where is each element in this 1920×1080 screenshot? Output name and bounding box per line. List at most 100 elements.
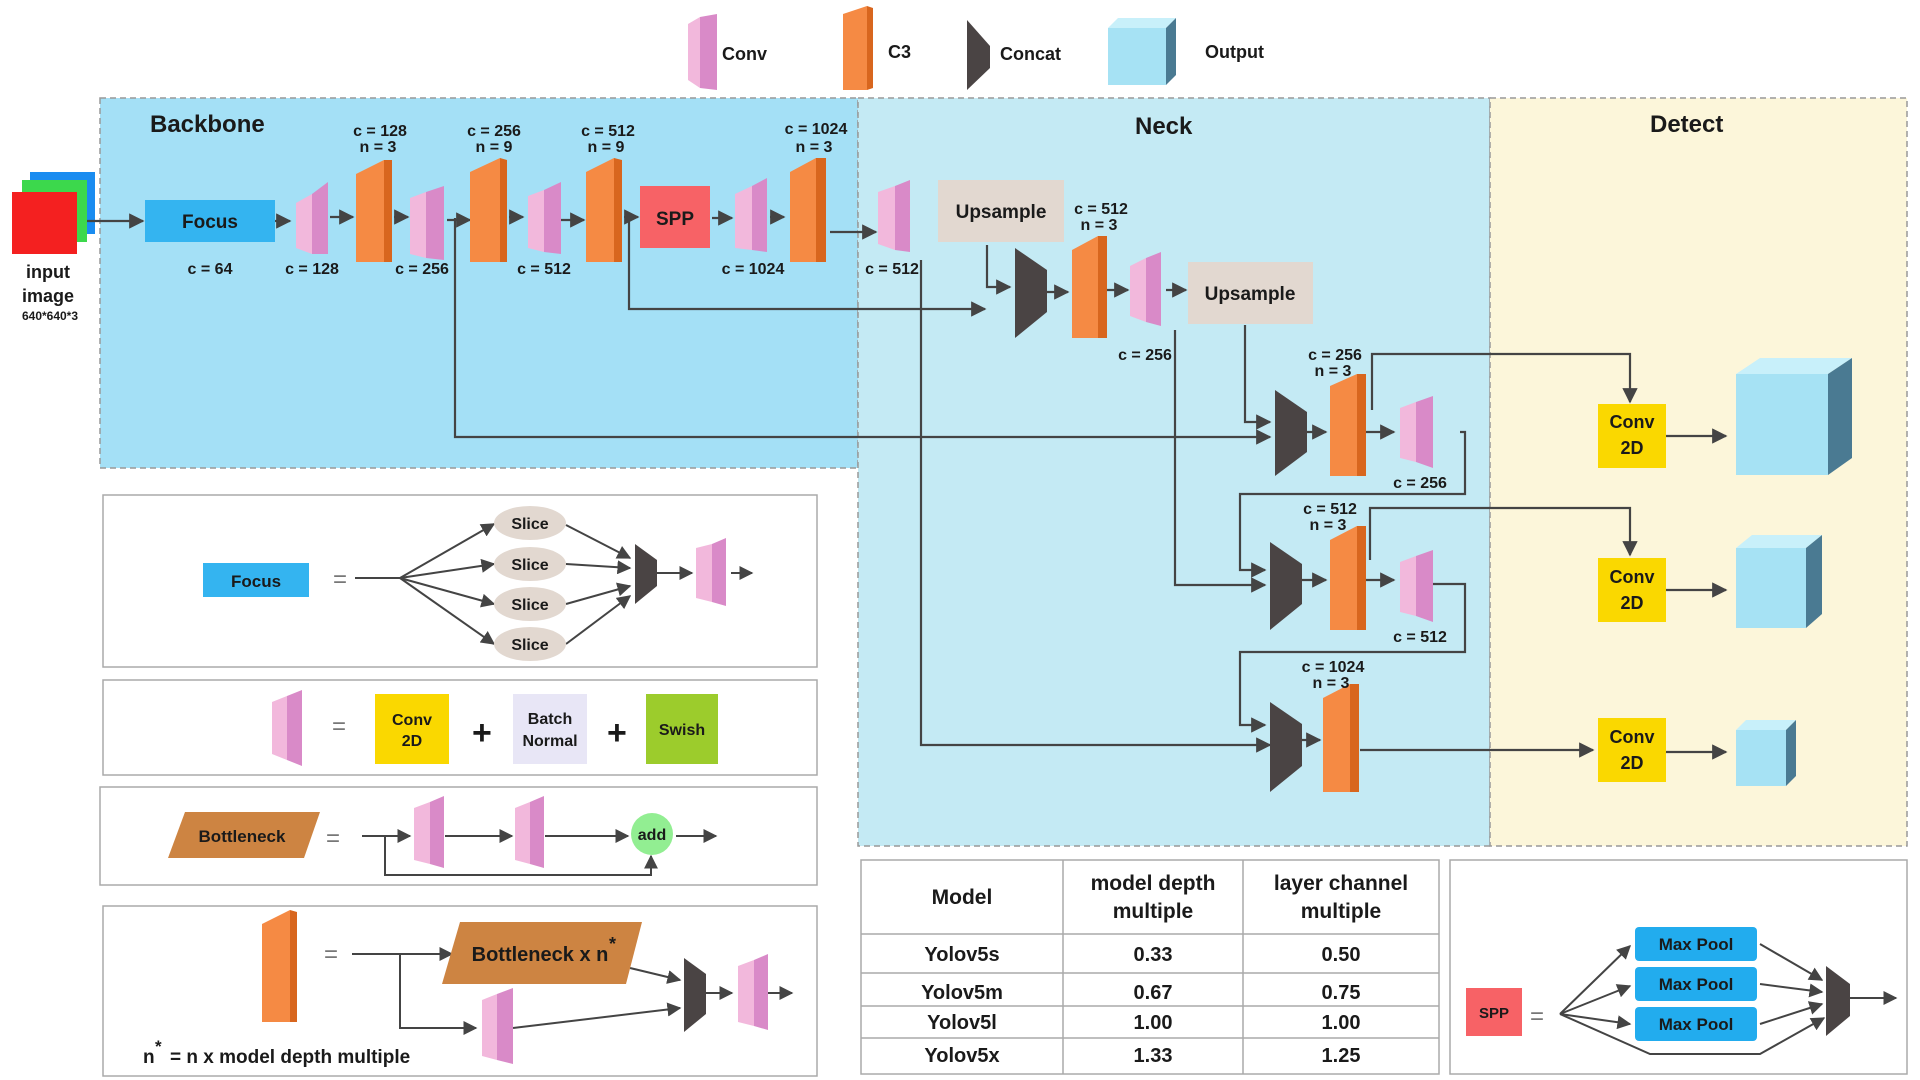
bottleneck-detail-eq: =	[326, 825, 340, 852]
neck-conv-3	[1400, 402, 1416, 462]
swish-label: Swish	[659, 722, 705, 739]
backbone-conv-4	[735, 186, 752, 250]
label-c256-conv: c = 256	[395, 261, 449, 278]
plus-1: +	[472, 714, 492, 752]
detect-conv2d-2	[1598, 558, 1666, 622]
backbone-conv-2	[410, 192, 426, 258]
neck-c3-1-n-label: n = 3	[1081, 217, 1118, 234]
table-header-1-line2: multiple	[1113, 900, 1194, 923]
focus-block	[145, 200, 275, 242]
batchnorm-block	[513, 694, 587, 764]
backbone-c3-2	[470, 158, 500, 262]
maxpool-3-label: Max Pool	[1659, 1015, 1734, 1034]
backbone-conv-3	[528, 190, 544, 252]
input-image-icon	[12, 172, 95, 254]
c3-detail-bottleneck	[442, 922, 642, 984]
neck-conv-4	[1400, 556, 1416, 616]
legend: Conv C3 Concat Output	[688, 6, 1264, 90]
c3-2-n-label: n = 9	[476, 139, 513, 156]
c3-detail-conv-side	[497, 988, 513, 1064]
c3-1-c-label: c = 128	[353, 123, 407, 140]
maxpool-1	[1635, 927, 1757, 961]
detect-conv2d-3-label-1: Conv	[1610, 727, 1655, 747]
neck-c3-2-c-label: c = 256	[1308, 347, 1362, 364]
neck-conv-1-label: c = 512	[865, 261, 919, 278]
backbone-title: Backbone	[150, 111, 265, 138]
detect-panel	[1489, 97, 1908, 847]
slice-4-label: Slice	[511, 637, 548, 654]
neck-conv-1	[878, 186, 895, 250]
neck-c3-1-side	[1098, 236, 1107, 338]
swish-block	[646, 694, 718, 764]
label-c1024-conv: c = 1024	[722, 261, 785, 278]
label-c512-conv: c = 512	[517, 261, 571, 278]
backbone-c3-3-side	[614, 158, 622, 262]
detect-conv2d-2-label-1: Conv	[1610, 567, 1655, 587]
conv-detail-icon	[272, 696, 287, 760]
spp-detail-eq: =	[1530, 1003, 1544, 1030]
focus-detail-conv	[696, 544, 712, 602]
conv-legend-icon-side	[700, 14, 717, 90]
c3-detail-conv-2	[738, 960, 754, 1026]
backbone-conv-1	[296, 194, 312, 254]
detect-conv2d-2-label-2: 2D	[1620, 593, 1643, 613]
neck-c3-2-n-label: n = 3	[1315, 363, 1352, 380]
focus-detail-conv-side	[712, 538, 726, 606]
neck-concat-1	[1015, 248, 1047, 338]
detect-conv2d-3	[1598, 718, 1666, 782]
neck-conv-3-label: c = 256	[1393, 475, 1447, 492]
detect-title: Detect	[1650, 111, 1723, 138]
legend-concat-label: Concat	[1000, 44, 1061, 64]
table-cell-r3-c0: Yolov5x	[924, 1045, 999, 1067]
table-cell-r1-c2: 0.75	[1322, 982, 1361, 1004]
neck-c3-2	[1330, 374, 1357, 476]
c3-detail-conv-2-side	[754, 954, 768, 1030]
c3-3-n-label: n = 9	[588, 139, 625, 156]
neck-c3-4-side	[1350, 684, 1359, 792]
upsample-block-2	[1188, 262, 1313, 324]
add-node	[631, 813, 673, 855]
neck-conv-2-label: c = 256	[1118, 347, 1172, 364]
table-header-2-line1: layer channel	[1274, 872, 1408, 895]
neck-conv-4-label: c = 512	[1393, 629, 1447, 646]
neck-concat-2	[1275, 390, 1307, 476]
legend-output-label: Output	[1205, 42, 1264, 62]
output-cube-large	[1736, 358, 1852, 475]
neck-c3-4-n-label: n = 3	[1313, 675, 1350, 692]
neck-conv-1-side	[895, 180, 910, 252]
neck-concat-3	[1270, 542, 1302, 630]
table-header-0: Model	[932, 886, 993, 909]
backbone-c3-1	[356, 160, 384, 262]
bottleneck-label: Bottleneck	[199, 827, 286, 846]
slice-2-label: Slice	[511, 557, 548, 574]
backbone-c3-3	[586, 158, 614, 262]
focus-detail-block	[203, 563, 309, 597]
backbone-conv-3-side	[544, 182, 561, 254]
neck-c3-3-side	[1357, 526, 1366, 630]
table-cell-r0-c0: Yolov5s	[924, 944, 999, 966]
detect-conv2d-1-label-2: 2D	[1620, 438, 1643, 458]
backbone-conv-4-side	[752, 178, 767, 252]
neck-c3-4-c-label: c = 1024	[1302, 659, 1365, 676]
conv-legend-icon	[688, 17, 700, 88]
c3-detail-conv	[482, 994, 497, 1060]
backbone-c3-2-side	[500, 158, 507, 262]
spp-detail-label: SPP	[1479, 1005, 1509, 1022]
c3-note-rest: = n x model depth multiple	[170, 1047, 410, 1068]
slice-3-label: Slice	[511, 597, 548, 614]
neck-conv-3-side	[1416, 396, 1433, 468]
maxpool-2-label: Max Pool	[1659, 975, 1734, 994]
batchnorm-label-2: Normal	[522, 733, 577, 750]
neck-c3-3-c-label: c = 512	[1303, 501, 1357, 518]
c3-note-star: *	[155, 1037, 162, 1056]
table-cell-r2-c2: 1.00	[1322, 1012, 1361, 1034]
neck-title: Neck	[1135, 113, 1193, 140]
c3-detail-bottleneck-label: Bottleneck x n	[472, 944, 609, 966]
focus-detail-label: Focus	[231, 572, 281, 591]
c3-1-n-label: n = 3	[360, 139, 397, 156]
spp-block	[640, 186, 710, 248]
backbone-c3-1-side	[384, 160, 392, 262]
slice-1	[494, 506, 566, 540]
input-size-label: 640*640*3	[22, 309, 78, 323]
c3-4-n-label: n = 3	[796, 139, 833, 156]
